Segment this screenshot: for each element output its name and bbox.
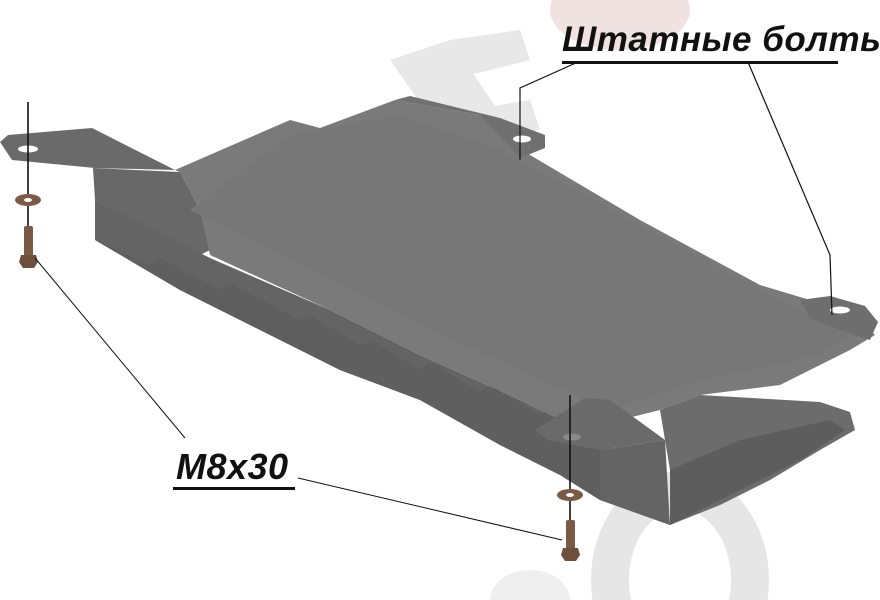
top-bracket: [395, 96, 545, 158]
center-bolt-head-icon: [561, 548, 580, 561]
left-bolt-shank-icon: [24, 226, 33, 256]
top-bracket-hole: [513, 135, 531, 143]
right-bracket: [800, 296, 878, 340]
left-bracket: [0, 128, 175, 170]
callout-standard-bolts: Штатные болты: [562, 20, 880, 59]
leader-lines-standard-bolts: [519, 61, 833, 316]
skid-plate: [0, 96, 878, 525]
left-bolt-head-icon: [19, 255, 38, 268]
leader-lines-m8x30: [34, 257, 563, 541]
left-bolt-assembly: [15, 102, 41, 268]
center-bolt-assembly: [557, 395, 583, 561]
lower-bracket-hole: [563, 433, 581, 441]
right-bracket-hole: [830, 306, 850, 314]
callout-standard-bolts-underline: [562, 61, 838, 64]
callout-m8x30: M8x30: [176, 446, 289, 487]
center-bolt-shank-icon: [566, 520, 575, 550]
callout-m8x30-underline: [173, 487, 295, 490]
